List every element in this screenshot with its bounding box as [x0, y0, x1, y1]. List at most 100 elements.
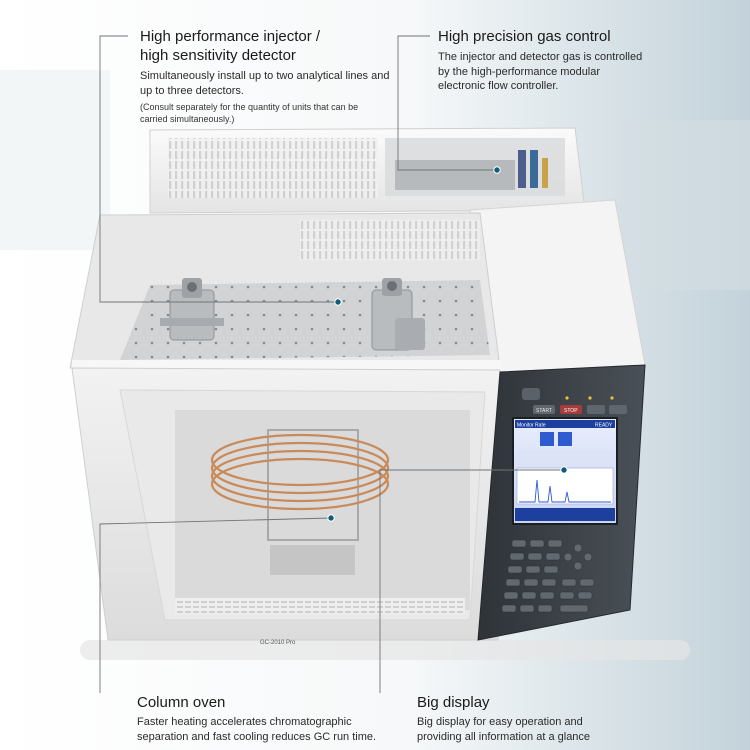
keypad-key[interactable]: [527, 552, 543, 561]
power-button[interactable]: [522, 388, 540, 400]
callout-gas: High precision gas control The injector …: [438, 27, 668, 94]
keypad-key[interactable]: [561, 578, 577, 587]
keypad-key[interactable]: [519, 604, 535, 613]
gas-controller-blocks: [395, 160, 515, 190]
screen-header: Monitor Rate: [517, 423, 546, 429]
oven-interior: [175, 410, 470, 610]
keypad-key[interactable]: [501, 604, 517, 613]
keypad-key[interactable]: [507, 565, 523, 574]
leader-gas: [397, 35, 497, 171]
stop-key-label: STOP: [564, 408, 578, 414]
keypad-key[interactable]: [521, 591, 537, 600]
keypad-key[interactable]: [537, 604, 553, 613]
gas-valve-3: [542, 158, 548, 188]
leader-display: [379, 469, 564, 693]
callout-injector-note: (Consult separately for the quantity of …: [140, 101, 400, 125]
keypad-key[interactable]: [503, 591, 519, 600]
keypad: [501, 539, 595, 613]
callout-injector-title-line1: High performance injector /: [140, 28, 321, 45]
start-key[interactable]: [533, 405, 555, 414]
keypad-key[interactable]: [509, 552, 525, 561]
top-compartment-lip: [72, 360, 502, 370]
capillary-column: [210, 433, 390, 511]
marker-gas: [493, 166, 501, 174]
leader-oven: [99, 517, 332, 693]
screen-tile-2: [558, 432, 572, 446]
marker-oven: [327, 514, 335, 522]
enter-key[interactable]: [559, 604, 589, 613]
keypad-key[interactable]: [523, 578, 539, 587]
screen-status: READY: [595, 423, 613, 429]
function-key-1[interactable]: [587, 405, 605, 414]
start-key-label: START: [536, 408, 552, 414]
column-hanger: [267, 429, 359, 541]
marker-display: [560, 466, 568, 474]
leader-lines: [99, 35, 564, 693]
screen-tile-1: [540, 432, 554, 446]
leader-markers: [327, 166, 568, 522]
keypad-key[interactable]: [545, 552, 561, 561]
status-led-3: [610, 396, 614, 400]
nav-key-right[interactable]: [583, 552, 593, 562]
floor-shadow: [80, 640, 690, 660]
callout-injector-note-line1: (Consult separately for the quantity of …: [140, 102, 359, 112]
callout-injector-desc-line1: Simultaneously install up to two analyti…: [140, 70, 390, 82]
callout-gas-desc: The injector and detector gas is control…: [438, 50, 668, 94]
callout-oven-title: Column oven: [137, 694, 226, 711]
gas-valve-1: [518, 150, 526, 188]
keypad-key[interactable]: [541, 578, 557, 587]
chromatogram-area: [516, 467, 614, 505]
callout-display-title: Big display: [417, 694, 490, 711]
chromatogram-trace: [519, 479, 611, 503]
callout-injector-note-line2: carried simultaneously.): [140, 114, 235, 124]
keypad-key[interactable]: [547, 539, 563, 548]
oven-fan-grille: [270, 545, 355, 575]
injector-left: [160, 278, 224, 341]
background-window-left: [0, 70, 110, 250]
callout-oven-desc: Faster heating accelerates chromatograph…: [137, 715, 377, 744]
oven-bottom-vents: [175, 598, 465, 614]
callout-gas-title: High precision gas control: [438, 28, 611, 45]
rear-top-vents: [168, 138, 378, 198]
keypad-key[interactable]: [577, 591, 593, 600]
injector-right: [371, 278, 425, 351]
keypad-key[interactable]: [543, 565, 559, 574]
callout-oven: Column oven Faster heating accelerates c…: [137, 693, 377, 744]
model-label: GC-2010 Pro: [260, 640, 296, 646]
callout-gas-desc-line3: electronic flow controller.: [438, 80, 559, 92]
gas-valve-2: [530, 150, 538, 188]
function-key-2[interactable]: [609, 405, 627, 414]
callout-display-desc-line2: providing all information at a glance: [417, 730, 591, 743]
keypad-key[interactable]: [529, 539, 545, 548]
callout-injector-desc: Simultaneously install up to two analyti…: [140, 69, 400, 98]
keypad-key[interactable]: [579, 578, 595, 587]
callout-injector: High performance injector / high sensiti…: [140, 27, 400, 125]
callout-gas-desc-line2: by the high-performance modular: [438, 65, 601, 78]
nav-key-down[interactable]: [573, 561, 583, 571]
keypad-key[interactable]: [559, 591, 575, 600]
keypad-key[interactable]: [539, 591, 555, 600]
callout-display: Big display Big display for easy operati…: [417, 693, 637, 744]
nav-key-up[interactable]: [573, 543, 583, 553]
keypad-key[interactable]: [525, 565, 541, 574]
stop-key[interactable]: [560, 405, 582, 414]
background-window-right: [620, 120, 750, 290]
callout-injector-desc-line2: up to three detectors.: [140, 84, 244, 97]
callout-display-desc-line1: Big display for easy operation and: [417, 716, 583, 728]
keypad-key[interactable]: [511, 539, 527, 548]
callout-display-desc: Big display for easy operation and provi…: [417, 715, 637, 744]
screen-header-bar: [515, 420, 615, 428]
nav-key-left[interactable]: [563, 552, 573, 562]
keypad-key[interactable]: [505, 578, 521, 587]
leader-injector: [99, 35, 338, 303]
screen-data-rows: [517, 450, 613, 464]
marker-injector: [334, 298, 342, 306]
callout-oven-desc-line1: Faster heating accelerates chromatograph…: [137, 716, 352, 728]
top-compartment-vents: [300, 220, 480, 260]
status-led-1: [565, 396, 569, 400]
callout-injector-title-line2: high sensitivity detector: [140, 47, 296, 64]
screen-footer-bar: [515, 508, 615, 521]
status-led-2: [588, 396, 592, 400]
